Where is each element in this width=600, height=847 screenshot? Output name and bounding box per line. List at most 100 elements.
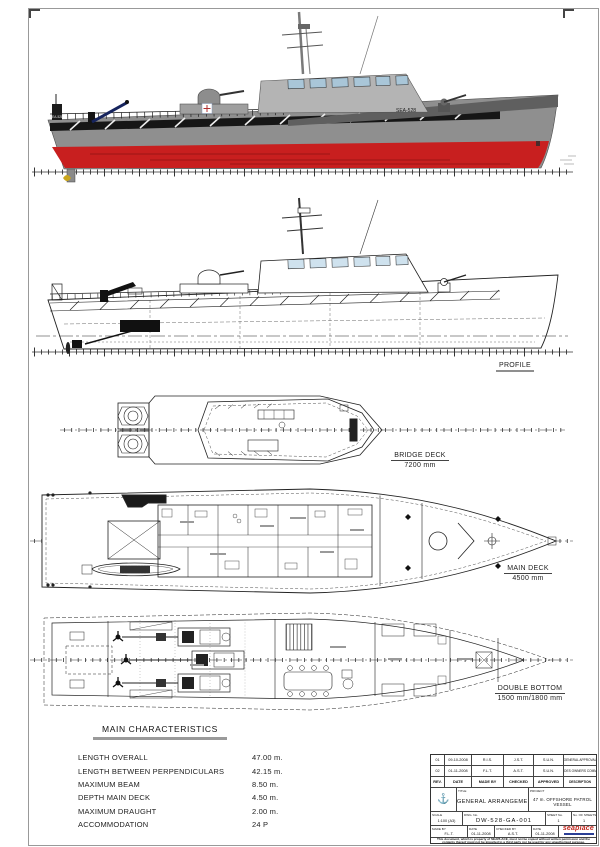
whip-antenna [359,199,379,255]
rev-number: 02 [431,766,445,777]
mess-table [283,671,333,691]
table-row: DEPTH MAIN DECK 4.50 m. [78,793,279,803]
deckhouse [157,504,373,578]
table-row: LENGTH OVERALL 47.00 m. [78,753,283,763]
corner-mark-right [563,9,574,18]
bridge-deck-plan [60,395,565,465]
project-cell: PROJECT 47 m. OFFSHORE PATROL VESSEL [529,788,596,812]
equipment-rack [349,418,358,442]
engine-silhouette [120,320,160,332]
z-drive-propeller [63,168,76,183]
corner-mark-left [29,9,40,18]
checked-by-value: A.S.T. [507,831,519,836]
bulkheads [107,619,499,699]
profile-label: PROFILE [480,362,550,372]
project-label: PROJECT [530,788,545,793]
rendered-profile-view: SEA-528 SEA-528 [32,11,576,183]
rev-date: 09-10-2008 [445,755,472,766]
seaplace-logo: seaplace [559,826,596,838]
rev-header: REV. [431,777,445,788]
sheets-count: 1 [582,818,586,823]
project-name: 47 m. OFFSHORE PATROL VESSEL [533,796,592,807]
rev-approved: S.U.N. [534,755,564,766]
description-header: DESCRIPTION [564,777,596,788]
rev-checked: J.S.T. [504,755,534,766]
line-profile-view [32,197,573,357]
tank-port [129,621,173,631]
ship-name-stern: SEA-528 [50,115,63,119]
characteristics-title: MAIN CHARACTERISTICS [93,724,227,740]
tank-starboard [129,689,173,699]
foredeck [405,514,557,571]
rev-approved: S.U.N. [534,766,564,777]
sheets-label: No. OF SHEETS [573,812,596,817]
chain-locker [475,651,493,669]
made-date-cell: DATE 01-11-2008 [468,826,495,838]
propellers [112,631,132,688]
checked-date-cell: DATE 01-11-2008 [532,826,559,838]
checked-header: CHECKED [504,777,534,788]
rev-checked: A.S.T. [504,766,534,777]
stern-crane [51,282,143,302]
main-deck-label: MAIN DECK 4500 mm [492,565,564,582]
life-raft-cradles [117,406,149,454]
radar-icon [298,24,310,29]
table-row: LENGTH BETWEEN PERPENDICULARS 42.15 m. [78,766,283,776]
date-label: DATE [469,826,478,831]
drawing-title: GENERAL ARRANGEMENT [457,798,529,805]
superstructure [257,73,429,114]
deck-crane [121,494,167,508]
deck-hatch [107,520,161,560]
disclaimer-text: This document, which is property of SEAP… [437,838,590,844]
title-block: 01 09-10-2008 R.I.S. J.S.T. S.U.N. GENER… [430,754,597,844]
sheet-label: SHEET No. [547,812,563,817]
bridge-deck-label: BRIDGE DECK 7200 mm [383,452,457,469]
ship-name: SEA-528 [396,108,416,114]
superstructure [257,253,429,294]
date-header: DATE [445,777,472,788]
radar-icon [297,207,311,214]
berth [413,683,437,697]
stern-crane [52,94,129,124]
checked-by-label: CHECKED BY [496,826,517,831]
rev-date: 01-11-2008 [445,766,472,777]
gun-turret [179,269,249,294]
scale-label: SCALE [432,812,443,817]
whip-antenna [359,15,379,75]
table-row: MAXIMUM BEAM 8.50 m. [78,779,279,789]
company-logo: ⚓ [431,788,457,812]
rev-made: F.L.T. [472,766,504,777]
title-label: TITLE [458,788,467,793]
checked-by-cell: CHECKED BY A.S.T. [495,826,532,838]
fore-hatch [428,531,448,551]
bridge-console [257,409,295,420]
main-deck-plan [30,488,573,594]
made-by-cell: MADE BY F.L.T. [431,826,468,838]
berth [381,623,405,637]
sheet-border [28,8,599,846]
rev-made: R.I.S. [472,755,504,766]
mast [281,11,379,75]
hull-outline [43,612,551,711]
made-header: MADE BY [472,777,504,788]
foredeck-gun [437,274,467,293]
scale-cell: SCALE 1:100 (A3) [431,812,463,826]
hull-outline [36,274,568,350]
berth [381,683,405,697]
engine-room [65,621,245,699]
characteristics-table: LENGTH OVERALL 47.00 m. LENGTH BETWEEN P… [78,751,310,831]
anchor-icon: ⚓ [437,794,450,805]
z-drive-propeller [65,320,160,354]
foredeck-gun [438,94,467,112]
fairleads [405,514,501,571]
dwg-cell: DWG. No. DW-528-GA-001 [463,812,546,826]
seaplace-logo-bar [564,832,594,835]
drawing-title-cell: TITLE GENERAL ARRANGEMENT [457,788,529,812]
rib-boat [91,562,181,577]
made-date-value: 01-11-2008 [471,831,491,836]
sheet-cell: SHEET No. 1 [546,812,572,826]
approved-header: APPROVED [534,777,564,788]
table-row: MAXIMUM DRAUGHT 2.00 m. [78,806,279,816]
rev-description: INCLUDES OWNERS COMMENTS [564,766,596,777]
sheets-cell: No. OF SHEETS 1 [572,812,596,826]
